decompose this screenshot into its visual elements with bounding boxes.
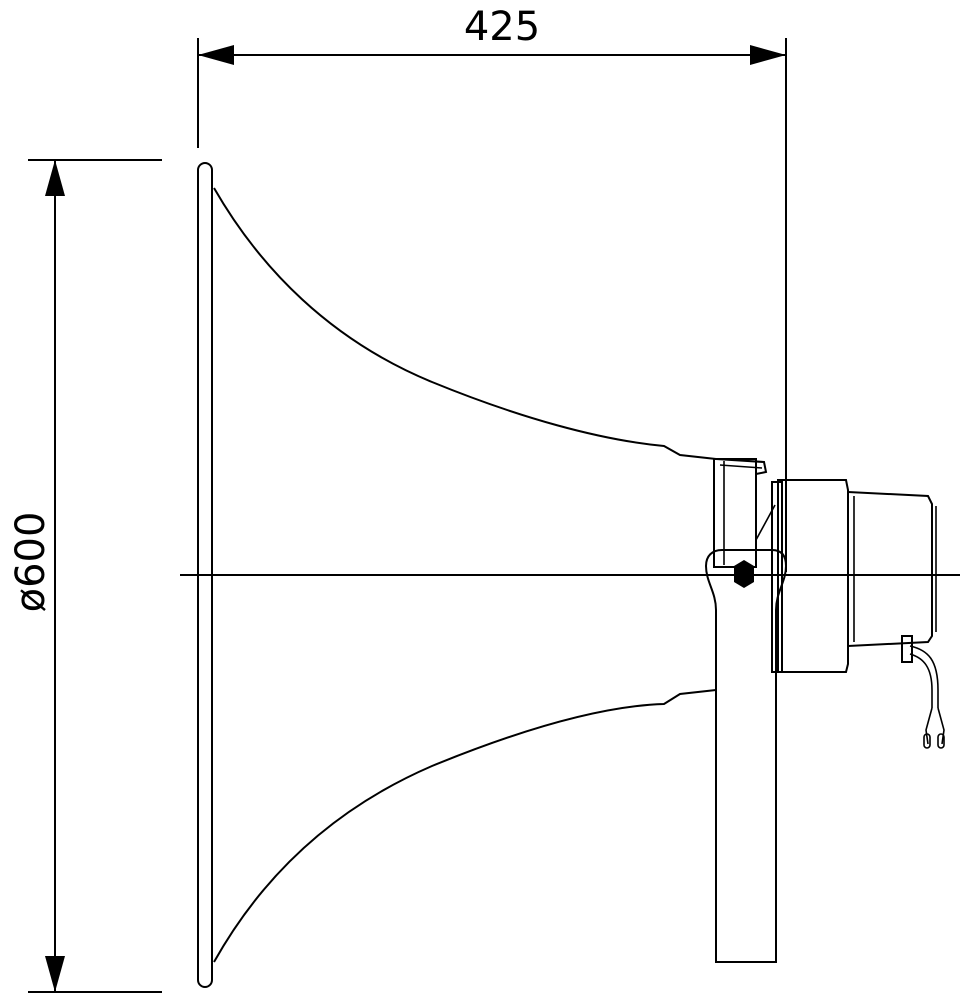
driver-housing (777, 479, 849, 673)
driver-unit (771, 479, 945, 749)
wire-terminal-left (923, 733, 931, 749)
diameter-arrow-bottom (45, 956, 65, 992)
mounting-bracket (704, 549, 788, 963)
horn-body (197, 162, 717, 988)
diameter-dimension: ø600 (8, 159, 162, 993)
flange-lip-line (719, 464, 763, 469)
bracket-hex-bolt (734, 560, 754, 588)
cable-gland (901, 635, 913, 663)
flange-top-lip (715, 458, 768, 475)
bracket-arm (704, 549, 788, 963)
wire-lead-right (937, 707, 945, 745)
horn-lower-profile (213, 689, 717, 963)
depth-arrow-left (198, 45, 234, 65)
depth-arrow-right (750, 45, 786, 65)
horn-upper-profile (213, 187, 717, 460)
wire-terminal-right (937, 733, 945, 749)
depth-dimension: 425 (197, 4, 787, 572)
cable-inner (909, 653, 933, 708)
depth-label: 425 (464, 4, 540, 50)
wire-lead-left (925, 707, 933, 745)
horn-rim (197, 162, 213, 988)
diameter-label: ø600 (8, 512, 54, 613)
cable-outer (909, 645, 939, 708)
driver-rear-cap (847, 491, 933, 647)
diameter-arrow-top (45, 160, 65, 196)
